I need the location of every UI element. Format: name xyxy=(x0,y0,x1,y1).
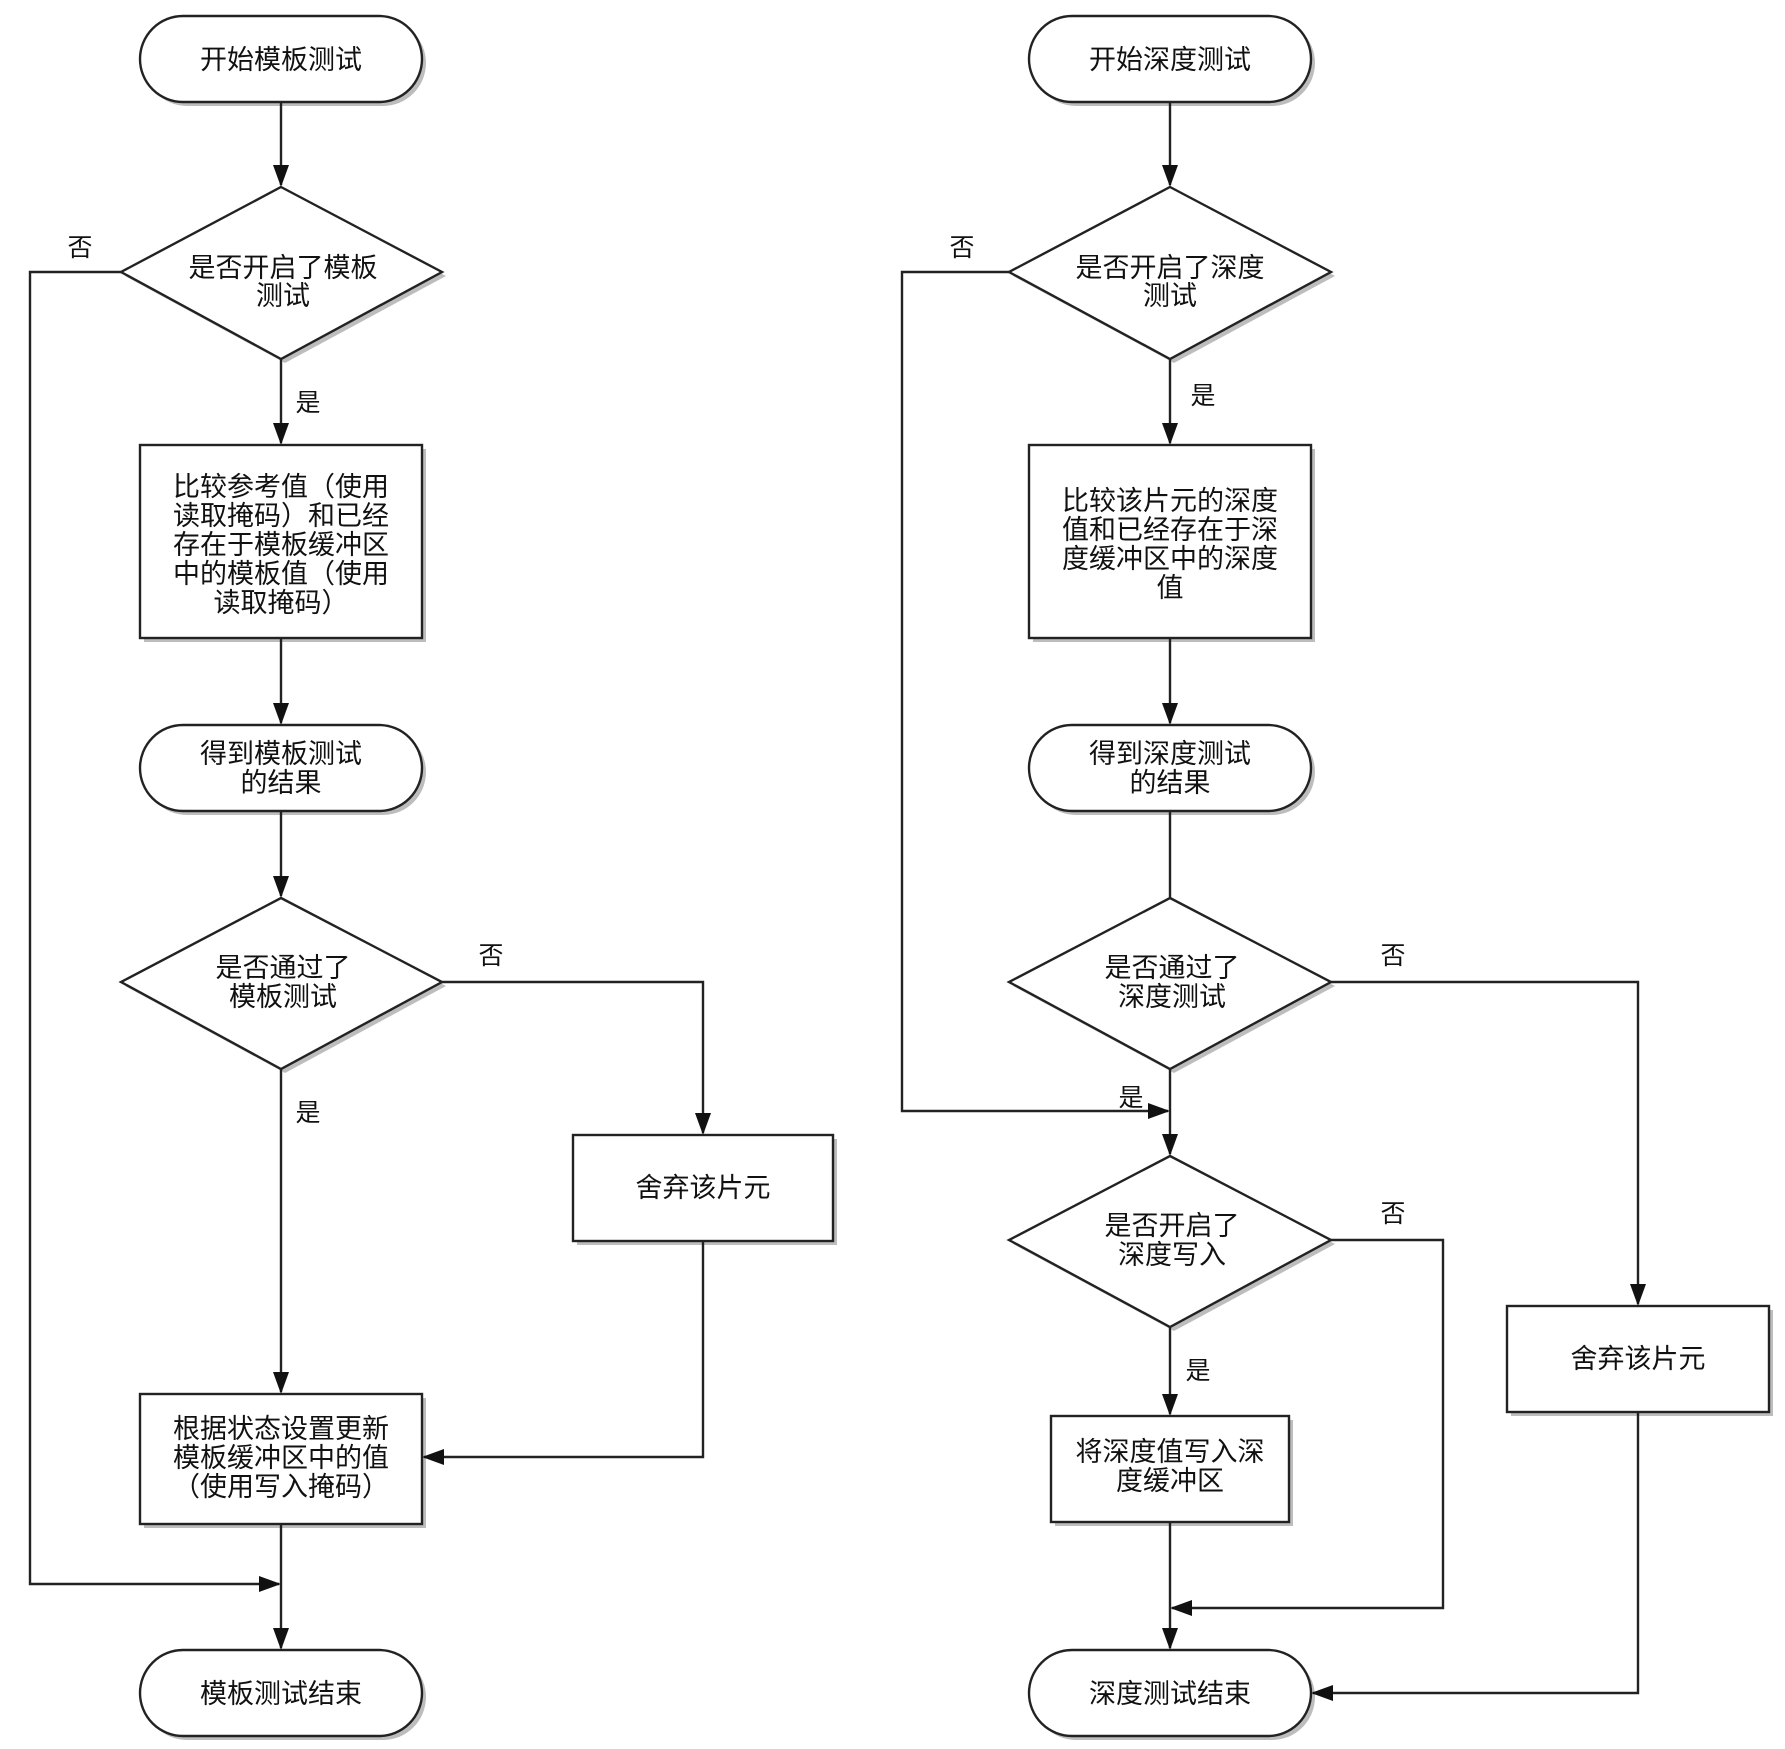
edge-depth-discard-to-end xyxy=(1311,1412,1640,1701)
depth-start-label: 开始深度测试 xyxy=(1089,45,1251,76)
depth-discard-node: 舍弃该片元 xyxy=(1505,1304,1773,1416)
depth-enabled-yes-label: 是 xyxy=(1190,381,1215,410)
stencil-compare-line3: 存在于模板缓冲区 xyxy=(173,530,389,561)
stencil-compare-line2: 读取掩码）和已经 xyxy=(173,501,389,532)
stencil-enabled-label-line1: 是否开启了模板 xyxy=(189,253,378,284)
depth-write-node: 将深度值写入深 度缓冲区 xyxy=(1049,1414,1293,1526)
stencil-passed-line1: 是否通过了 xyxy=(216,953,351,984)
stencil-update-node: 根据状态设置更新 模板缓冲区中的值 （使用写入掩码） xyxy=(138,1392,426,1528)
stencil-enabled-decision: 是否开启了模板 测试 xyxy=(118,185,446,363)
depth-result-line2: 的结果 xyxy=(1130,768,1211,799)
depth-start-node: 开始深度测试 xyxy=(1027,14,1315,106)
depth-test-flow: 开始深度测试 是否开启了深度 测试 比较该片元的深度 值和已经存在于深 度缓冲区… xyxy=(900,14,1773,1740)
stencil-passed-decision: 是否通过了 模板测试 xyxy=(118,896,446,1073)
stencil-start-label: 开始模板测试 xyxy=(200,45,362,76)
edge-stencil-passed-no xyxy=(442,980,711,1135)
depth-compare-line4: 值 xyxy=(1157,573,1184,604)
depth-write-line1: 将深度值写入深 xyxy=(1076,1437,1265,1468)
depth-passed-line1: 是否通过了 xyxy=(1105,953,1240,984)
depth-write-question-line2: 深度写入 xyxy=(1118,1240,1226,1271)
edge-stencil-enabled-no xyxy=(28,270,281,1592)
edge-depth-enabled-no xyxy=(900,270,1170,1119)
depth-enabled-label-line2: 测试 xyxy=(1143,281,1197,312)
stencil-result-line1: 得到模板测试 xyxy=(200,739,362,770)
depth-end-node: 深度测试结束 xyxy=(1027,1648,1315,1740)
depth-compare-line2: 值和已经存在于深 xyxy=(1062,515,1278,546)
stencil-result-node: 得到模板测试 的结果 xyxy=(138,723,426,815)
stencil-enabled-yes-label: 是 xyxy=(295,388,320,417)
edge-stencil-discard-to-update xyxy=(422,1241,705,1465)
stencil-end-label: 模板测试结束 xyxy=(200,1679,362,1710)
stencil-passed-no-label: 否 xyxy=(478,941,503,970)
stencil-enabled-label-line2: 测试 xyxy=(256,281,310,312)
stencil-update-line3: （使用写入掩码） xyxy=(173,1472,389,1503)
depth-write-no-label: 否 xyxy=(1380,1199,1405,1228)
depth-compare-node: 比较该片元的深度 值和已经存在于深 度缓冲区中的深度 值 xyxy=(1027,443,1315,642)
depth-passed-no-label: 否 xyxy=(1380,941,1405,970)
stencil-compare-line1: 比较参考值（使用 xyxy=(173,472,389,503)
depth-write-decision: 是否开启了 深度写入 xyxy=(1006,1154,1335,1331)
depth-end-label: 深度测试结束 xyxy=(1089,1679,1251,1710)
depth-write-line2: 度缓冲区 xyxy=(1116,1466,1224,1497)
depth-passed-yes-label: 是 xyxy=(1118,1083,1143,1112)
stencil-enabled-no-label: 否 xyxy=(67,233,92,262)
stencil-discard-node: 舍弃该片元 xyxy=(571,1133,837,1245)
depth-passed-line2: 深度测试 xyxy=(1118,982,1226,1013)
stencil-compare-line4: 中的模板值（使用 xyxy=(173,559,389,590)
edge-depth-passed-no xyxy=(1331,980,1646,1306)
stencil-start-node: 开始模板测试 xyxy=(138,14,426,106)
edge-depth-write-no xyxy=(1170,1238,1445,1616)
depth-compare-line1: 比较该片元的深度 xyxy=(1062,486,1278,517)
stencil-passed-line2: 模板测试 xyxy=(229,982,337,1013)
depth-result-node: 得到深度测试 的结果 xyxy=(1027,723,1315,815)
stencil-update-line1: 根据状态设置更新 xyxy=(173,1414,389,1445)
stencil-passed-yes-label: 是 xyxy=(295,1098,320,1127)
depth-discard-label: 舍弃该片元 xyxy=(1571,1344,1706,1375)
stencil-compare-line5: 读取掩码） xyxy=(214,588,349,619)
depth-write-question-line1: 是否开启了 xyxy=(1105,1211,1240,1242)
stencil-result-line2: 的结果 xyxy=(241,768,322,799)
stencil-test-flow: 开始模板测试 是否开启了模板 测试 比较参考值（使用 读取掩码）和已经 存在于模… xyxy=(28,14,837,1740)
depth-write-yes-label: 是 xyxy=(1185,1356,1210,1385)
depth-enabled-label-line1: 是否开启了深度 xyxy=(1076,253,1265,284)
depth-enabled-no-label: 否 xyxy=(949,233,974,262)
stencil-discard-label: 舍弃该片元 xyxy=(636,1173,771,1204)
depth-enabled-decision: 是否开启了深度 测试 xyxy=(1006,185,1335,363)
stencil-compare-node: 比较参考值（使用 读取掩码）和已经 存在于模板缓冲区 中的模板值（使用 读取掩码… xyxy=(138,443,426,642)
depth-compare-line3: 度缓冲区中的深度 xyxy=(1062,544,1278,575)
depth-passed-decision: 是否通过了 深度测试 xyxy=(1006,896,1335,1073)
stencil-end-node: 模板测试结束 xyxy=(138,1648,426,1740)
depth-result-line1: 得到深度测试 xyxy=(1089,739,1251,770)
stencil-update-line2: 模板缓冲区中的值 xyxy=(173,1443,389,1474)
